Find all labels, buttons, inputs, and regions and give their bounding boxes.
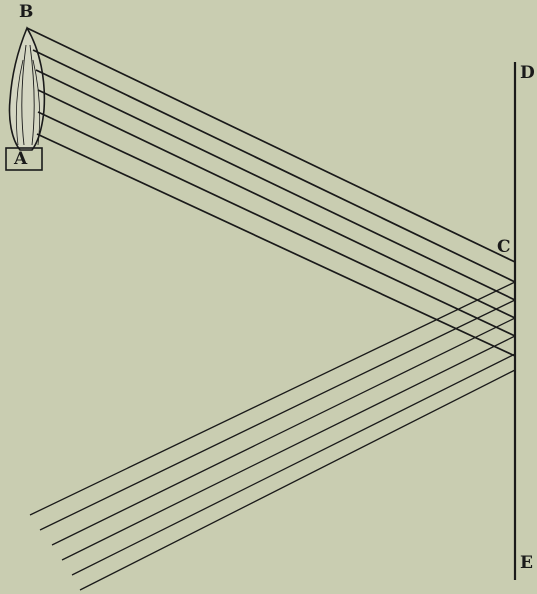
label-e: E xyxy=(520,553,533,573)
label-a: A xyxy=(14,149,28,169)
reflected-ray-5 xyxy=(71,353,516,576)
reflected-rays xyxy=(29,281,516,591)
incident-ray-5 xyxy=(37,111,516,337)
incident-rays xyxy=(26,27,516,357)
reflected-ray-1 xyxy=(29,281,516,516)
label-c: C xyxy=(497,237,511,257)
label-d: D xyxy=(520,63,535,83)
reflected-ray-6 xyxy=(79,369,516,591)
incident-ray-4 xyxy=(37,89,516,319)
incident-ray-3 xyxy=(35,69,516,301)
incident-ray-6 xyxy=(36,133,516,357)
incident-ray-1 xyxy=(26,27,516,263)
reflected-ray-4 xyxy=(61,335,516,561)
reflected-ray-3 xyxy=(51,317,516,546)
label-b: B xyxy=(19,2,34,22)
flame-icon xyxy=(5,26,46,171)
incident-ray-2 xyxy=(32,49,516,283)
reflected-ray-2 xyxy=(39,299,516,531)
